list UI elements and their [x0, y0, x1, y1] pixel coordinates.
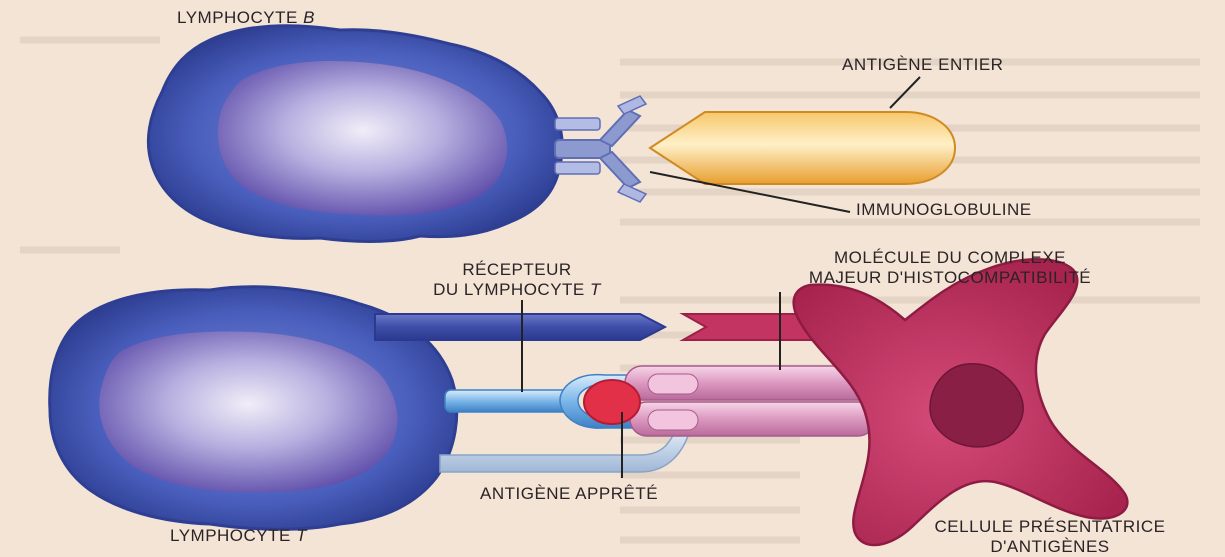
processed-antigen [584, 380, 640, 424]
label-cmh-line1: MOLÉCULE DU COMPLEXE [725, 248, 1175, 268]
label-cmh-line2: MAJEUR D'HISTOCOMPATIBILITÉ [725, 268, 1175, 288]
whole-antigen [650, 112, 955, 184]
interaction-arrow [375, 314, 840, 340]
label-antigene-entier: ANTIGÈNE ENTIER [842, 55, 1003, 75]
label-recepteur: RÉCEPTEUR DU LYMPHOCYTE T [382, 260, 652, 300]
label-cpa-line1: CELLULE PRÉSENTATRICE [890, 517, 1210, 537]
label-immunoglobuline: IMMUNOGLOBULINE [856, 200, 1032, 220]
label-recepteur-line2: DU LYMPHOCYTE T [382, 280, 652, 300]
label-lymphocyte-b: LYMPHOCYTE B [177, 8, 315, 28]
label-lymphocyte-t: LYMPHOCYTE T [170, 526, 307, 546]
label-antigene-apprete: ANTIGÈNE APPRÊTÉ [480, 484, 658, 504]
label-cmh: MOLÉCULE DU COMPLEXE MAJEUR D'HISTOCOMPA… [725, 248, 1175, 288]
t-lymphocyte-nucleus [99, 332, 397, 493]
label-recepteur-line1: RÉCEPTEUR [382, 260, 652, 280]
label-cpa-line2: D'ANTIGÈNES [890, 537, 1210, 557]
label-cpa: CELLULE PRÉSENTATRICE D'ANTIGÈNES [890, 517, 1210, 557]
